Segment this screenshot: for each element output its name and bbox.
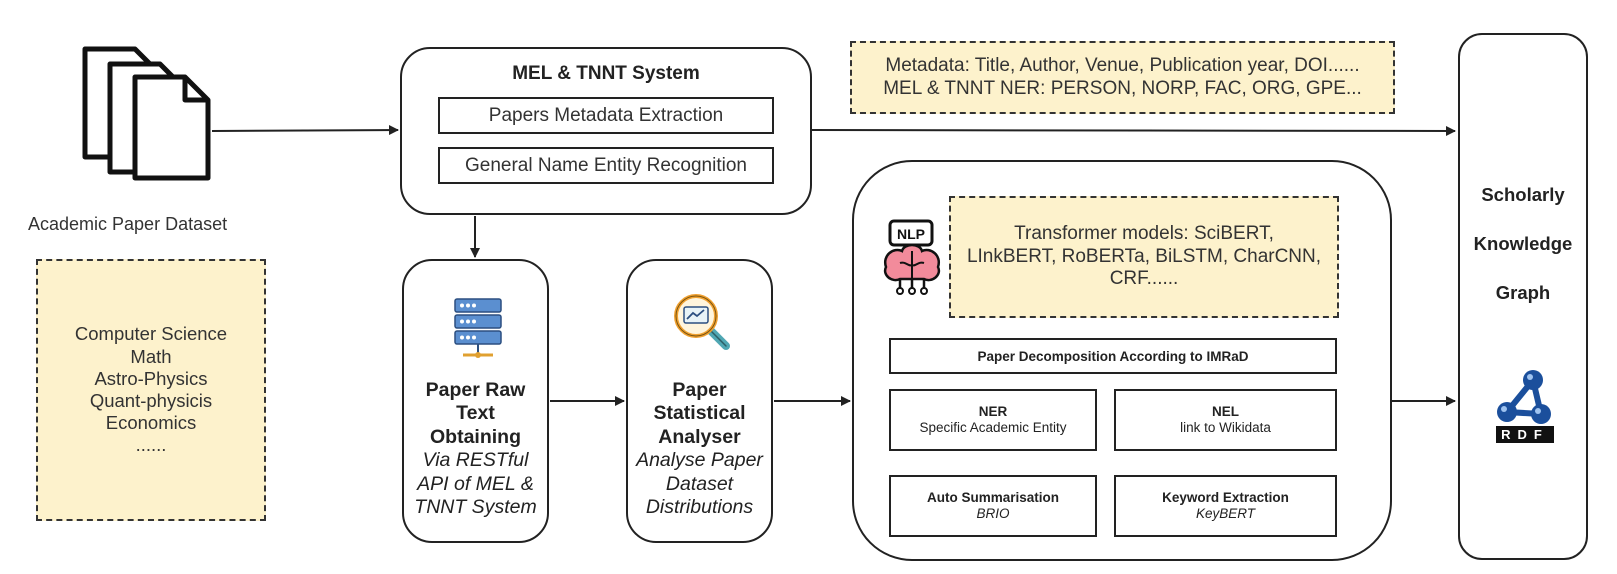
subject-item: Economics xyxy=(105,412,197,434)
task-title: NEL xyxy=(1212,403,1239,419)
kg-title-line: Graph xyxy=(1495,282,1551,303)
task-sub: BRIO xyxy=(976,506,1010,521)
nlp-brain-icon: NLP xyxy=(880,219,944,295)
task-ner: NER Specific Academic Entity xyxy=(889,389,1097,451)
nlp-icon-label: NLP xyxy=(897,226,925,242)
dataset-subjects-box: Computer Science Math Astro-Physics Quan… xyxy=(36,259,266,521)
ner-step: General Name Entity Recognition xyxy=(438,147,774,184)
raw-text-box: Paper Raw Text Obtaining Via RESTful API… xyxy=(402,259,549,543)
imrad-decomposition: Paper Decomposition According to IMRaD xyxy=(889,338,1337,374)
knowledge-graph-box: Scholarly Knowledge Graph RDF xyxy=(1458,33,1588,560)
subject-item: Math xyxy=(130,345,172,367)
raw-text-title: Paper Raw xyxy=(425,379,526,401)
models-line: CRF...... xyxy=(1109,268,1179,290)
transformer-models-note: Transformer models: SciBERT, LInkBERT, R… xyxy=(949,196,1339,318)
subject-item: Computer Science xyxy=(74,323,228,345)
raw-text-title: Text xyxy=(456,402,495,425)
server-icon xyxy=(453,297,503,361)
rdf-label: RDF xyxy=(1501,427,1549,442)
mel-system-box: MEL & TNNT System Papers Metadata Extrac… xyxy=(400,47,812,215)
analyser-desc: Distributions xyxy=(645,495,754,518)
nlp-box: NLP Transformer models: SciBERT, LInkBER… xyxy=(852,160,1392,561)
analyser-desc: Dataset xyxy=(665,472,734,495)
rdf-logo-icon: RDF xyxy=(1495,368,1555,443)
analyser-content: Paper Statistical Analyser Analyse Paper… xyxy=(628,379,771,519)
raw-text-content: Paper Raw Text Obtaining Via RESTful API… xyxy=(404,379,547,519)
analyser-desc: Analyse Paper xyxy=(636,449,763,472)
models-line: LInkBERT, RoBERTa, BiLSTM, CharCNN, xyxy=(966,245,1322,267)
documents-icon xyxy=(80,44,215,182)
models-line: Transformer models: SciBERT, xyxy=(1014,222,1274,244)
task-summarisation: Auto Summarisation BRIO xyxy=(889,475,1097,537)
analyser-title: Paper xyxy=(672,379,727,401)
metadata-note: Metadata: Title, Author, Venue, Publicat… xyxy=(850,41,1395,114)
subject-item: Astro-Physics xyxy=(94,367,208,389)
task-nel: NEL link to Wikidata xyxy=(1114,389,1337,451)
task-title: Keyword Extraction xyxy=(1162,489,1289,505)
arrow-dataset-to-mel xyxy=(211,125,399,136)
metadata-note-line: MEL & TNNT NER: PERSON, NORP, FAC, ORG, … xyxy=(883,77,1362,99)
task-title: Auto Summarisation xyxy=(926,489,1059,505)
raw-text-title: Obtaining xyxy=(430,425,521,448)
subject-item: Quant-physicis xyxy=(89,390,213,411)
kg-title-line: Scholarly xyxy=(1481,184,1565,205)
arrow-mel-to-kg xyxy=(811,125,1456,136)
task-title: NER xyxy=(978,403,1008,419)
raw-text-desc: TNNT System xyxy=(414,495,537,518)
raw-text-desc: Via RESTful xyxy=(422,449,529,472)
metadata-note-line: Metadata: Title, Author, Venue, Publicat… xyxy=(885,54,1360,76)
task-keyword-extraction: Keyword Extraction KeyBERT xyxy=(1114,475,1337,537)
analyser-title: Statistical xyxy=(653,402,746,425)
raw-text-desc: API of MEL & xyxy=(417,472,534,495)
task-sub: link to Wikidata xyxy=(1180,420,1271,435)
task-sub: Specific Academic Entity xyxy=(919,420,1067,435)
analyser-box: Paper Statistical Analyser Analyse Paper… xyxy=(626,259,773,543)
dataset-label: Academic Paper Dataset xyxy=(28,214,228,234)
task-sub: KeyBERT xyxy=(1195,506,1256,521)
kg-title-line: Knowledge xyxy=(1473,233,1573,254)
kg-title: Scholarly Knowledge Graph xyxy=(1460,170,1586,317)
subject-item: ...... xyxy=(135,434,167,456)
metadata-extraction-step: Papers Metadata Extraction xyxy=(438,97,774,134)
magnifier-chart-icon xyxy=(671,291,733,353)
mel-system-title: MEL & TNNT System xyxy=(512,63,700,84)
analyser-title: Analyser xyxy=(658,425,741,448)
